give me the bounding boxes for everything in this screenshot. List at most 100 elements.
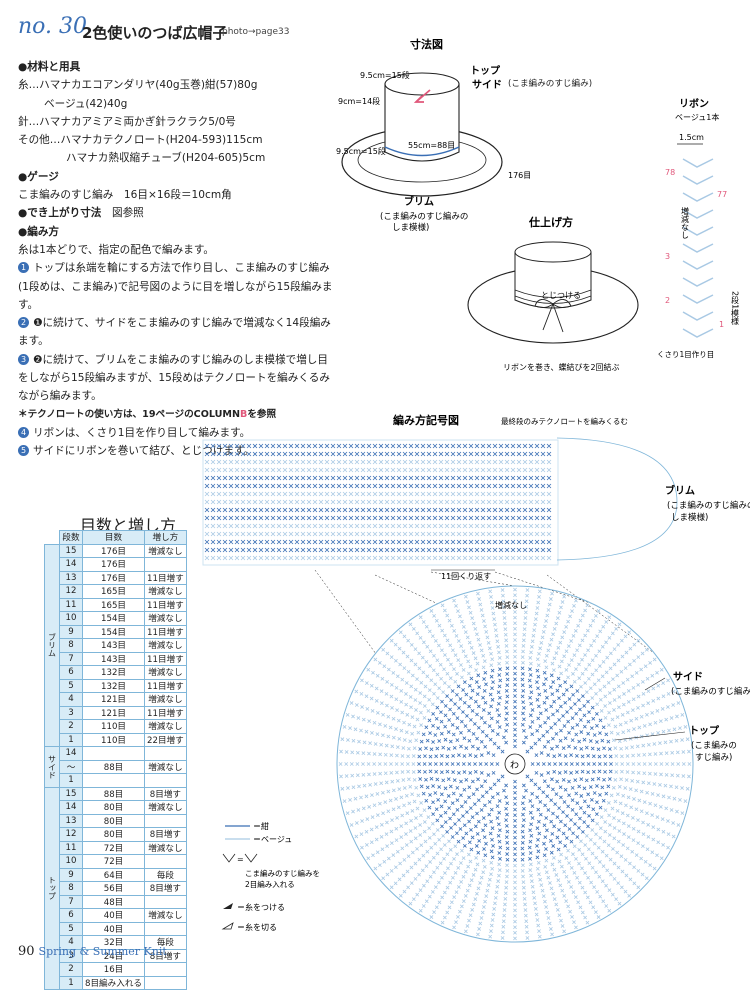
stitch-x bbox=[420, 523, 426, 529]
stitch-x bbox=[558, 840, 563, 845]
stitch-x bbox=[408, 901, 413, 906]
stitch-x bbox=[513, 610, 517, 614]
stitch-x bbox=[551, 736, 555, 741]
stitch-x bbox=[368, 782, 372, 787]
stitch-x bbox=[520, 801, 525, 806]
stitch-x bbox=[538, 812, 543, 817]
stitch-x bbox=[306, 507, 312, 513]
stitch-x bbox=[505, 801, 510, 806]
stitch-x bbox=[530, 884, 535, 889]
stitch-x bbox=[437, 686, 442, 691]
stitch-x bbox=[377, 660, 382, 665]
stitch-x bbox=[569, 839, 574, 844]
stitch-x bbox=[636, 655, 641, 660]
stitch-x bbox=[616, 839, 621, 844]
stitch-x bbox=[383, 752, 388, 757]
stitch-x bbox=[442, 681, 447, 685]
gauge-heading: ●ゲージ bbox=[18, 170, 59, 183]
stitch-x bbox=[547, 602, 552, 607]
stitch-x bbox=[539, 640, 544, 645]
stitch-x bbox=[468, 806, 473, 811]
stitch-x bbox=[580, 671, 585, 676]
stitch-x bbox=[469, 847, 474, 852]
stitch-x bbox=[521, 644, 526, 648]
stitch-x bbox=[468, 913, 473, 918]
stitch-x bbox=[558, 640, 563, 645]
stitch-x bbox=[474, 459, 480, 465]
stitch-x bbox=[385, 651, 390, 656]
finished-heading: ●でき上がり寸法 bbox=[18, 207, 102, 220]
stitch-x bbox=[597, 754, 602, 759]
stitch-x bbox=[282, 547, 288, 553]
stitch-x bbox=[612, 836, 617, 841]
stitch-x bbox=[586, 699, 590, 704]
stitch-x bbox=[396, 499, 402, 505]
stitch-x bbox=[384, 459, 390, 465]
stitch-x bbox=[596, 915, 601, 919]
stitch-x bbox=[381, 712, 385, 717]
stitch-x bbox=[431, 668, 436, 673]
stitch-x bbox=[534, 459, 540, 465]
stitch-x bbox=[664, 717, 669, 722]
note-b: B bbox=[240, 408, 248, 420]
stitch-x bbox=[497, 650, 501, 655]
stitch-x bbox=[540, 547, 546, 553]
stitch-x bbox=[647, 752, 652, 757]
how-cell: 11目増す bbox=[144, 597, 187, 612]
stitch-x bbox=[324, 491, 330, 497]
stitch-x bbox=[534, 443, 540, 449]
stitch-x bbox=[437, 739, 442, 743]
stitch-x bbox=[664, 751, 669, 756]
stitch-x bbox=[420, 515, 426, 521]
stitch-x bbox=[440, 628, 445, 633]
how-cell: 8目増す bbox=[144, 786, 187, 801]
stitch-x bbox=[438, 483, 444, 489]
ribbon-stitch bbox=[682, 175, 714, 185]
stitch-x bbox=[513, 632, 517, 637]
stitch-x bbox=[318, 531, 324, 537]
stitch-x bbox=[540, 515, 546, 521]
stitch-x bbox=[450, 443, 456, 449]
stitch-x bbox=[643, 859, 648, 864]
stitch-x bbox=[366, 547, 372, 553]
stitch-x bbox=[424, 725, 429, 730]
stitch-x bbox=[504, 483, 510, 489]
stitch-x bbox=[210, 547, 216, 553]
stitch-x bbox=[470, 835, 475, 840]
stitch-x bbox=[474, 443, 480, 449]
stitch-x bbox=[612, 687, 617, 692]
stitch-x bbox=[672, 796, 677, 801]
stitch-x bbox=[502, 610, 507, 615]
stitch-x bbox=[378, 555, 384, 561]
stitch-x bbox=[534, 611, 539, 616]
stitch-x bbox=[216, 523, 222, 529]
stitch-x bbox=[501, 924, 506, 929]
stitch-x bbox=[438, 507, 444, 513]
stitch-x bbox=[653, 772, 658, 776]
stitch-x bbox=[544, 905, 549, 909]
stitch-x bbox=[541, 762, 546, 766]
stitch-x bbox=[399, 728, 404, 733]
stitch-x bbox=[324, 523, 330, 529]
stitch-x bbox=[429, 845, 434, 850]
stitch-x bbox=[676, 762, 681, 766]
stitch-x bbox=[632, 797, 636, 801]
stitch-x bbox=[575, 801, 580, 806]
stitch-x bbox=[678, 726, 682, 731]
stitch-x bbox=[559, 795, 563, 800]
stitch-x bbox=[578, 718, 583, 722]
stitch-x bbox=[659, 667, 664, 672]
stitch-x bbox=[546, 753, 551, 757]
stitch-x bbox=[596, 845, 601, 850]
stitch-x bbox=[364, 794, 369, 799]
stitch-x bbox=[468, 491, 474, 497]
stitch-x bbox=[415, 631, 420, 636]
stitch-x bbox=[312, 507, 318, 513]
stitch-x bbox=[498, 547, 504, 553]
stitch-x bbox=[459, 779, 463, 784]
stitch-x bbox=[569, 639, 574, 643]
stitch-x bbox=[631, 838, 636, 843]
stitch-x bbox=[446, 657, 450, 662]
